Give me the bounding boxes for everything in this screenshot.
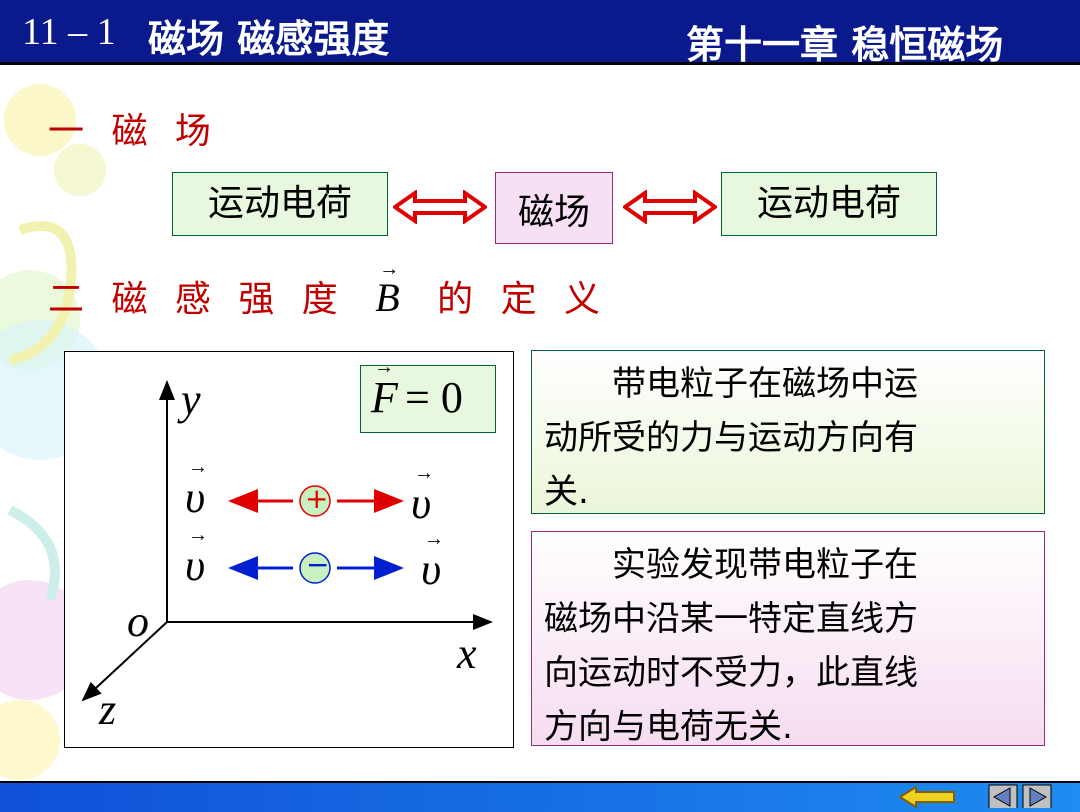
moving-charge-box-right: 运动电荷	[721, 172, 937, 236]
text-line: 带电粒子在磁场中运	[544, 364, 918, 404]
heading-prefix: 二 磁 感 强 度	[48, 279, 346, 320]
text-line: 向运动时不受力，此直线	[544, 653, 918, 693]
text-line: 关.	[544, 472, 589, 512]
z-axis-label: z	[99, 685, 117, 734]
force-symbol: F	[371, 356, 398, 423]
b-vector-symbol: B	[375, 258, 399, 321]
next-triangle-icon[interactable]	[1022, 784, 1052, 808]
double-arrow-icon	[393, 190, 487, 224]
section-number: 11 – 1	[22, 11, 116, 53]
velocity-label: υ	[411, 462, 434, 529]
heading-suffix: 的 定 义	[437, 279, 609, 320]
title-bar: 11 – 1 磁场 磁感强度 第十一章 稳恒磁场	[0, 0, 1080, 67]
observation-text-box-2: 实验发现带电粒子在 磁场中沿某一特定直线方 向运动时不受力，此直线 方向与电荷无…	[531, 531, 1045, 747]
velocity-label: υ	[185, 456, 208, 523]
text-line: 实验发现带电粒子在	[544, 545, 918, 585]
text-line: 方向与电荷无关.	[544, 707, 793, 747]
double-arrow-icon	[623, 190, 717, 224]
positive-charge	[299, 485, 331, 517]
observation-text-box-1: 带电粒子在磁场中运 动所受的力与运动方向有 关.	[531, 350, 1045, 514]
magnetic-field-box: 磁场	[495, 172, 613, 244]
prev-triangle-icon[interactable]	[988, 784, 1018, 808]
negative-sign: −	[306, 548, 330, 581]
force-equation: = 0	[405, 373, 463, 422]
text-line: 动所受的力与运动方向有	[544, 418, 918, 458]
heading-b-definition: 二 磁 感 强 度 B 的 定 义	[48, 258, 609, 322]
x-axis-label: x	[457, 629, 477, 678]
negative-charge	[299, 552, 331, 584]
text-line: 磁场中沿某一特定直线方	[544, 599, 918, 639]
velocity-label: υ	[421, 528, 444, 595]
positive-sign: +	[305, 482, 329, 515]
force-zero-box: F = 0	[360, 356, 496, 433]
heading-magnetic-field: 一 磁 场	[48, 111, 219, 152]
coordinate-diagram: y x z o F = 0 υ υ υ υ + −	[64, 351, 514, 748]
axes	[81, 380, 493, 702]
velocity-label: υ	[185, 524, 208, 591]
origin-label: o	[127, 597, 149, 646]
return-arrow-icon[interactable]	[898, 784, 960, 808]
z-axis	[81, 621, 168, 702]
chapter-title: 第十一章 稳恒磁场	[686, 23, 1004, 67]
y-axis-label: y	[181, 375, 201, 424]
section-title: 磁场 磁感强度	[148, 17, 390, 61]
moving-charge-box-left: 运动电荷	[172, 172, 388, 236]
